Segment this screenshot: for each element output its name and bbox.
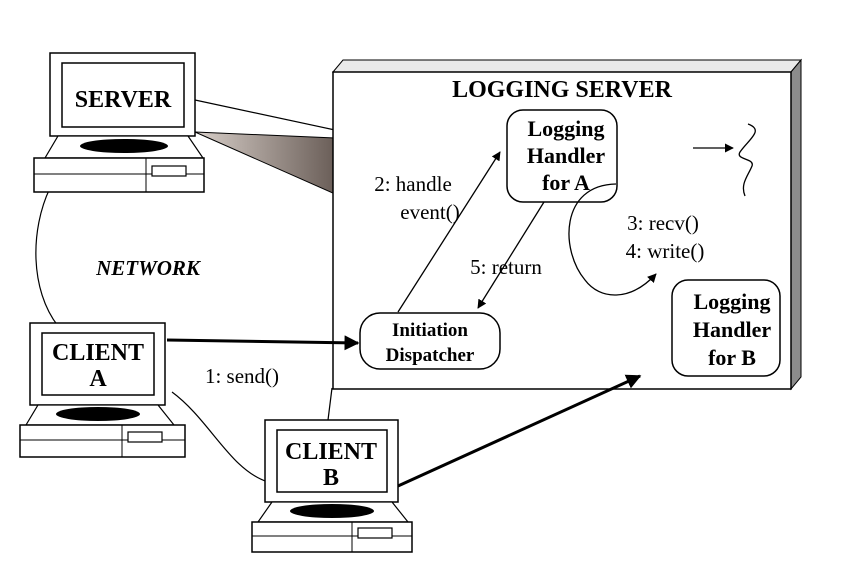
client-b-label-line1: CLIENT: [285, 439, 377, 465]
handler-b-box: Logging Handler for B: [671, 279, 781, 377]
client-a-label-line2: A: [89, 366, 107, 392]
client-b-label-line2: B: [323, 465, 339, 491]
handler-a-box: Logging Handler for A: [506, 109, 618, 203]
server-stand: [80, 139, 168, 153]
arrow-client-b-to-handler-b: [397, 374, 642, 488]
cable-server-to-client-a: [35, 187, 59, 327]
step-return-label: 5: return: [470, 255, 542, 279]
handler-b-line1: Logging: [693, 289, 770, 314]
handler-b-rect: [671, 279, 781, 377]
client-b-computer: CLIENT B: [251, 419, 413, 553]
client-a-screen: [41, 332, 155, 396]
step-write-label: 4: write(): [626, 239, 705, 263]
step-recv-label: 3: recv(): [627, 211, 699, 235]
dispatcher-line2: Dispatcher: [386, 345, 475, 366]
dispatcher-rect: [359, 312, 501, 370]
client-a-computer: CLIENT A: [19, 322, 186, 458]
logging-server-title: LOGGING SERVER: [452, 77, 673, 103]
server-label: SERVER: [75, 87, 172, 113]
cable-server-to-logging: [194, 99, 336, 131]
handler-a-line3: for A: [542, 170, 590, 195]
client-a-stand: [56, 407, 140, 421]
cable-client-a-to-client-b: [171, 391, 269, 483]
arrow-send: [166, 335, 360, 351]
handler-a-line2: Handler: [527, 143, 605, 168]
handler-b-line2: Handler: [693, 317, 771, 342]
server-connection-beam: [194, 131, 336, 195]
thread-squiggle: [738, 123, 756, 197]
dispatcher-line1: Initiation: [392, 320, 468, 341]
arrows: [166, 123, 756, 488]
arrow-recv-write: [568, 183, 657, 296]
network-label: NETWORK: [95, 256, 202, 280]
box-top-face: [331, 59, 803, 73]
client-b-drive-slot: [357, 527, 393, 539]
arrow-return: [477, 201, 545, 309]
box-side-face: [790, 58, 802, 391]
handler-b-line3: for B: [708, 345, 756, 370]
client-a-drive-slot: [127, 431, 163, 443]
step-handle-line1: 2: handle: [374, 172, 452, 196]
handler-a-line1: Logging: [527, 116, 604, 141]
cable-client-b-to-logging: [327, 387, 333, 421]
server-computer: SERVER: [33, 52, 205, 193]
client-a-label-line1: CLIENT: [52, 340, 144, 366]
step-handle-line2: event(): [400, 200, 459, 224]
client-b-stand: [290, 504, 374, 518]
server-drive-slot: [151, 165, 187, 177]
arrow-handle-event: [397, 151, 501, 313]
server-screen: [61, 62, 185, 128]
client-b-screen: [276, 429, 388, 493]
network-cables: [35, 99, 336, 483]
step-send-label: 1: send(): [205, 364, 279, 388]
dispatcher-box: Initiation Dispatcher: [359, 312, 501, 370]
handler-a-rect: [506, 109, 618, 203]
